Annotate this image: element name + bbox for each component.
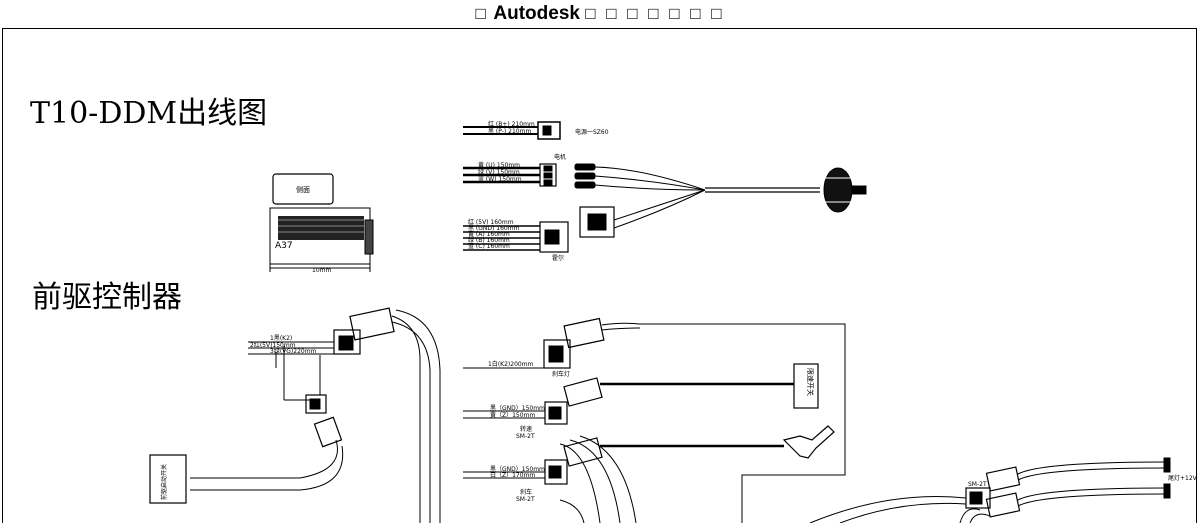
middle-wiring: [463, 317, 846, 523]
speed-limit-switch-label: 限速开关: [806, 368, 815, 396]
brake-wire-1: 黑（GND）150mm: [490, 466, 545, 473]
sensor-wire-4: 绿 (B) 160mm: [468, 236, 510, 244]
speed-wire-2: 黄（Z）150mm: [490, 411, 535, 419]
phase-wire-3: 蓝 (W) 150mm: [478, 175, 522, 183]
tail-light-label: 尾灯+12V: [1168, 474, 1198, 482]
sensor-wire-1: 红 (5V) 160mm: [468, 218, 514, 226]
controller-body-label: A37: [275, 241, 293, 251]
right-wiring: [809, 457, 1171, 523]
hall-connector-label: 电源一SZ60: [575, 128, 609, 136]
phase-wire-2: 绿 (V) 150mm: [478, 168, 520, 176]
section-heading: 前驱控制器: [32, 280, 182, 315]
left-wire-3: 3绿(VG)220mm: [270, 347, 317, 355]
controller-top-label: 侧面: [296, 185, 310, 194]
controller-drawing: [269, 173, 374, 272]
sensor-wire-2: 黑 (GND) 160mm: [468, 225, 520, 232]
speed-connector-model: SM-2T: [516, 433, 535, 440]
hall-wire-1: 红 (B+) 210mm: [488, 120, 535, 128]
right-connector-model: SM-2T: [968, 481, 987, 488]
brake-connector-model: SM-2T: [516, 496, 535, 503]
title-app-name: Autodesk: [493, 3, 580, 24]
title-prefix-glyph: □: [475, 4, 489, 23]
hall-wire-2: 黑 (P-) 210mm: [488, 128, 531, 135]
title-suffix-glyphs: □ □ □ □ □ □ □: [585, 4, 725, 23]
window-title: □ Autodesk □ □ □ □ □ □ □: [0, 0, 1200, 28]
phase-wire-1: 黄 (U) 150mm: [478, 161, 520, 169]
sensor-wire-3: 黄 (A) 160mm: [468, 230, 510, 238]
left-wire-2: 2红(5V)150mm: [250, 341, 296, 349]
sensor-wire-5: 蓝 (C) 160mm: [468, 242, 510, 250]
phase-group-title: 电机: [554, 153, 566, 161]
motor-wiring: [463, 121, 867, 253]
drawing-frame: [2, 28, 1197, 523]
diagram-labels: 侧面 A37 10mm 红 (B+) 210mm 黑 (P-) 210mm 电源…: [160, 120, 1198, 503]
lead-wire-label: 1白(K2)200mm: [488, 360, 534, 368]
controller-dimension-label: 10mm: [312, 267, 331, 274]
speed-connector-label: 转速: [520, 425, 532, 433]
left-wiring: [149, 307, 441, 523]
sensor-connector-label: 霍尔: [552, 254, 564, 262]
speed-wire-1: 黑（GND）150mm: [490, 405, 545, 412]
diagram-heading: T10-DDM出线图: [30, 96, 268, 131]
brake-light-label: 刹车灯: [552, 370, 570, 378]
left-wire-1: 1黑(K2): [270, 335, 292, 342]
start-switch-label: 前驱启动开关: [160, 464, 168, 500]
brake-wire-2: 白（Z）170mm: [490, 471, 535, 479]
brake-connector-label: 刹车: [520, 488, 532, 496]
